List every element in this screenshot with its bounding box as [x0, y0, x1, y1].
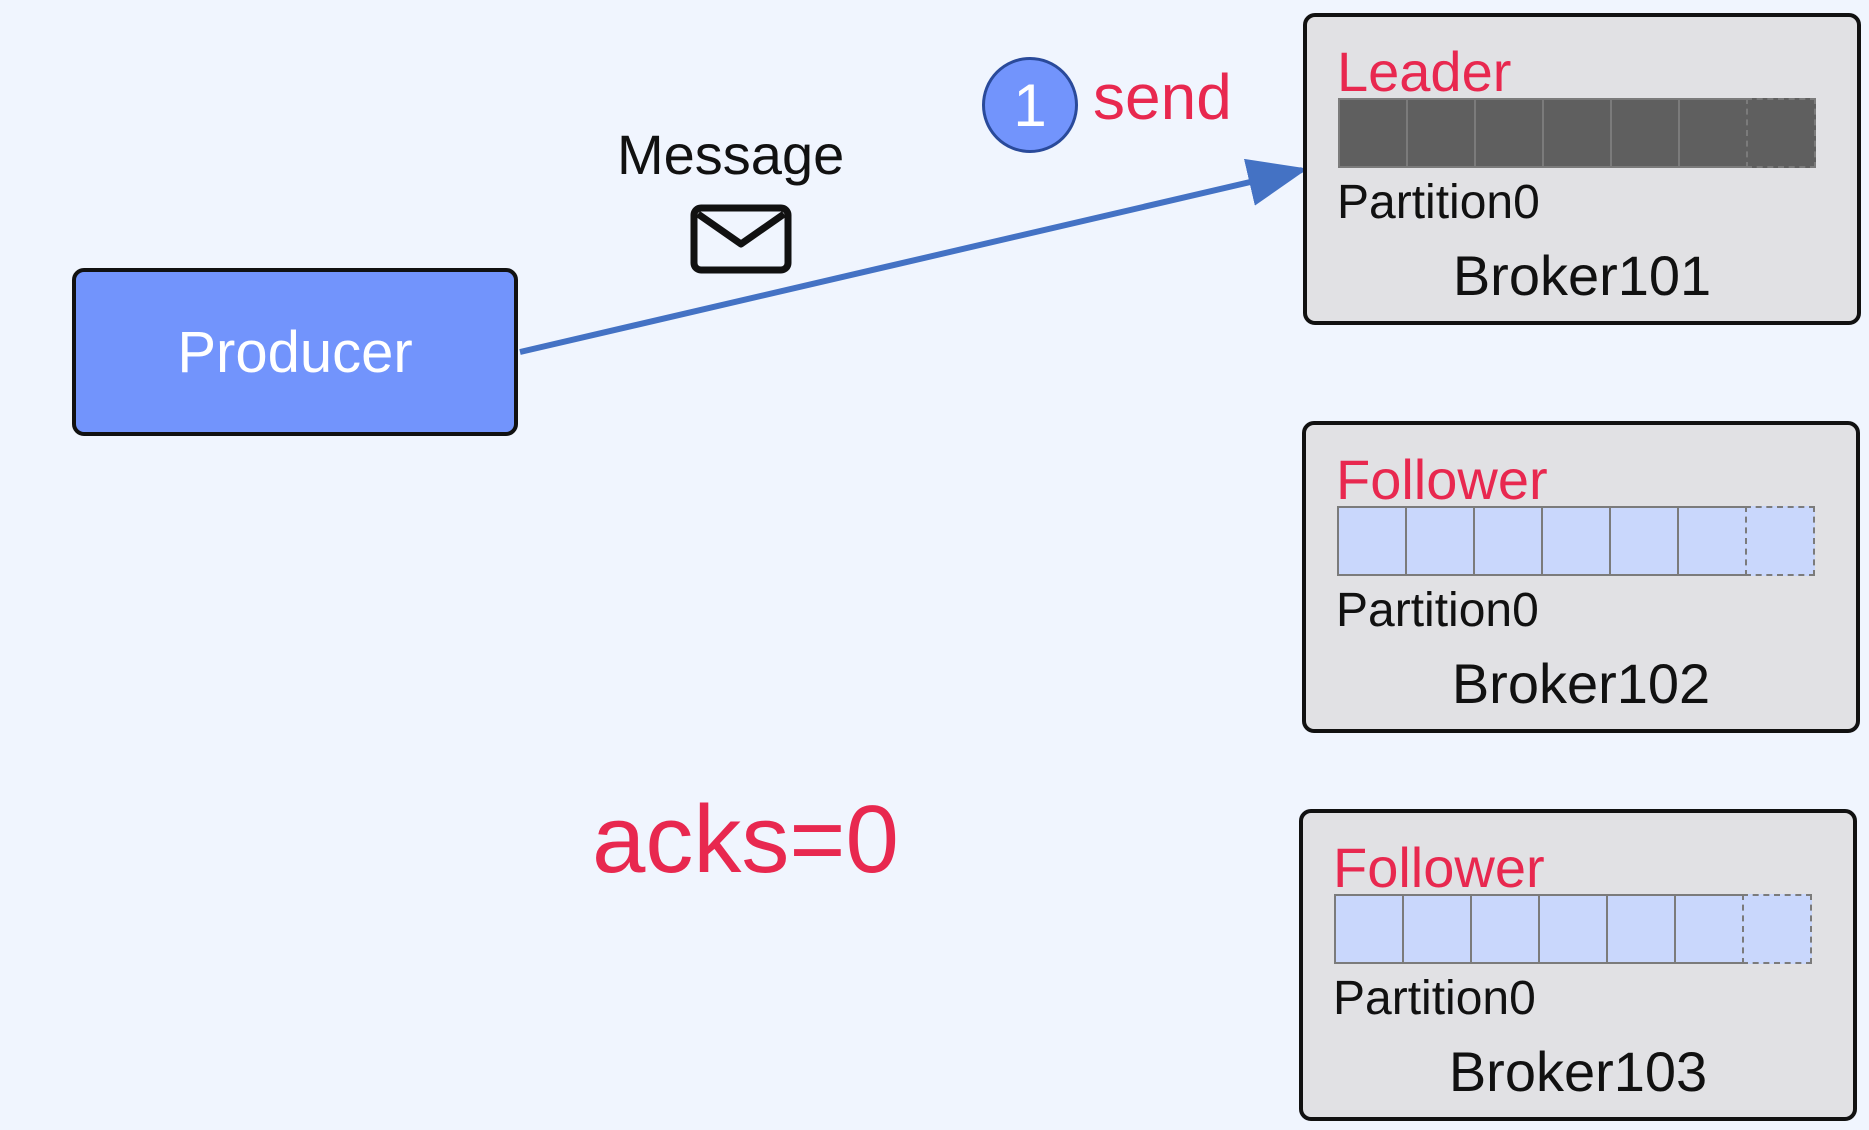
broker-follower-2: Follower Partition0 Broker103 [1299, 809, 1857, 1121]
log-cell [1678, 98, 1748, 168]
broker-role: Follower [1333, 836, 1545, 899]
partition-log [1338, 98, 1816, 168]
message-label: Message [617, 123, 845, 186]
log-cell [1677, 506, 1747, 576]
step-number-badge: 1 [982, 57, 1078, 153]
broker-role: Leader [1337, 40, 1512, 103]
log-cell [1334, 894, 1404, 964]
log-cell [1338, 98, 1408, 168]
log-cell [1542, 98, 1612, 168]
log-cell [1470, 894, 1540, 964]
log-cell [1337, 506, 1407, 576]
log-cell [1473, 506, 1543, 576]
partition-label: Partition0 [1333, 972, 1536, 1025]
step-number: 1 [1013, 71, 1047, 139]
log-cell [1538, 894, 1608, 964]
log-cell [1609, 506, 1679, 576]
broker-role: Follower [1336, 448, 1548, 511]
partition-label: Partition0 [1337, 176, 1540, 229]
log-cell [1541, 506, 1611, 576]
log-cell [1606, 894, 1676, 964]
log-cell [1674, 894, 1744, 964]
log-cell [1610, 98, 1680, 168]
envelope-icon [690, 204, 792, 274]
log-cell [1402, 894, 1472, 964]
log-cell [1474, 98, 1544, 168]
partition-log [1337, 506, 1815, 576]
log-cell-pending [1746, 98, 1816, 168]
broker-name: Broker103 [1448, 1040, 1708, 1103]
partition-label: Partition0 [1336, 584, 1539, 637]
acks-label: acks=0 [592, 786, 899, 893]
log-cell [1406, 98, 1476, 168]
step-label: send [1093, 61, 1232, 133]
producer-node: Producer [72, 268, 518, 436]
producer-label: Producer [177, 319, 413, 385]
broker-leader: Leader Partition0 Broker101 [1303, 13, 1861, 325]
broker-name: Broker102 [1451, 652, 1711, 715]
broker-name: Broker101 [1452, 244, 1712, 307]
log-cell-pending [1742, 894, 1812, 964]
log-cell [1405, 506, 1475, 576]
log-cell-pending [1745, 506, 1815, 576]
partition-log [1334, 894, 1812, 964]
broker-follower-1: Follower Partition0 Broker102 [1302, 421, 1860, 733]
